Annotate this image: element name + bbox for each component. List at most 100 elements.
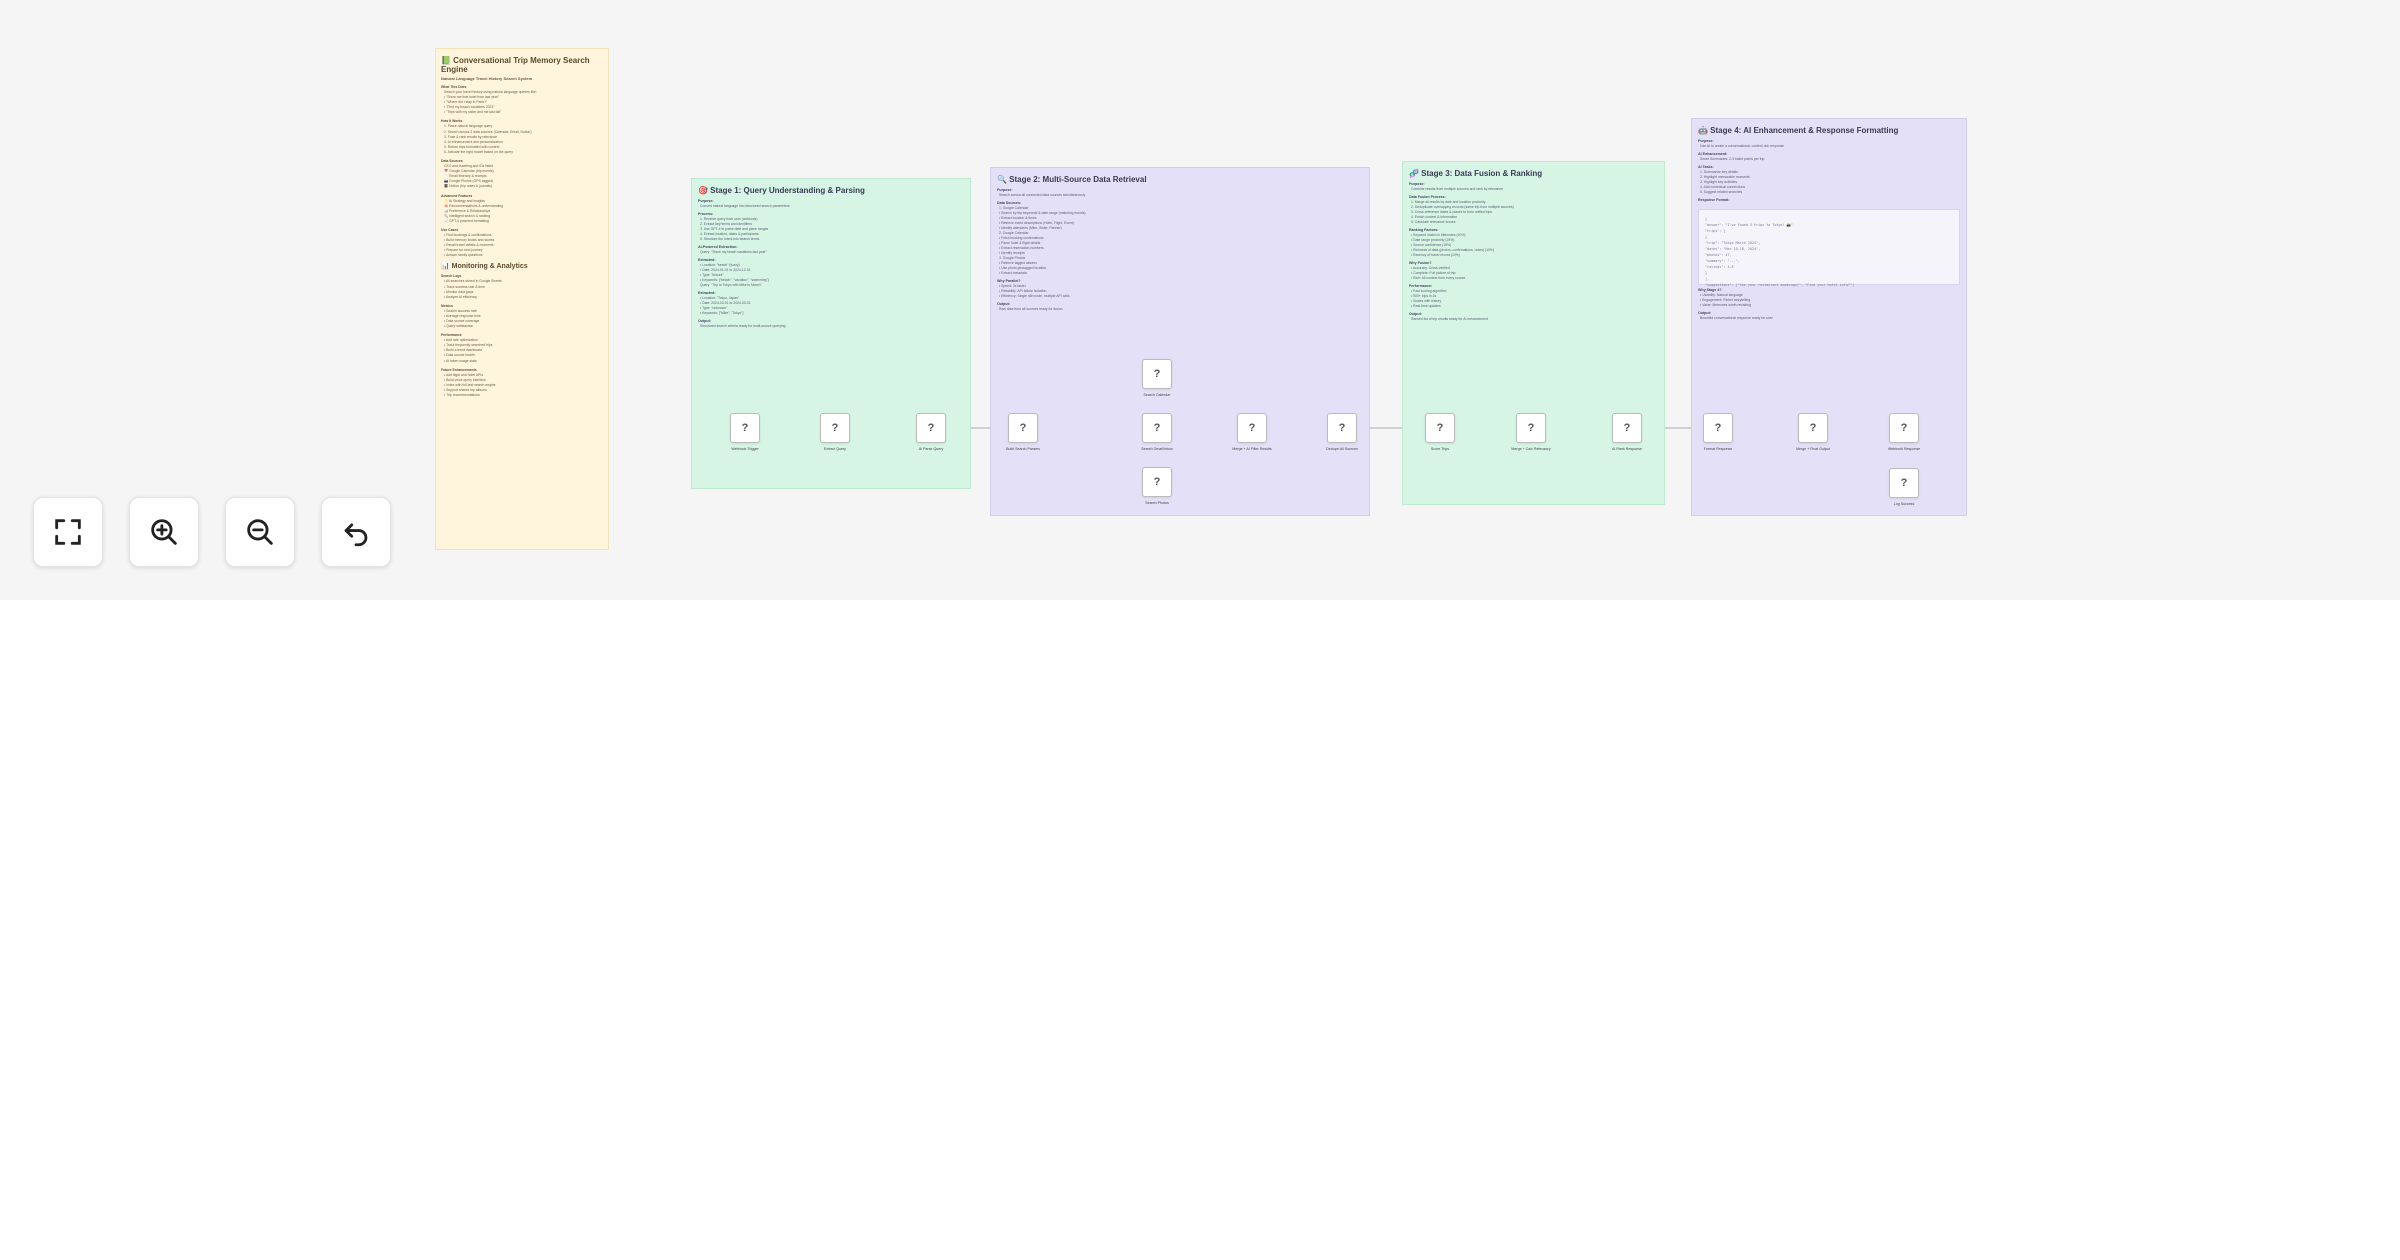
sticky-section-item: ✨ AI Strategy and Insights [444,198,485,203]
sticky-section-item: • Build a trend dashboard [444,348,483,353]
sticky-section-item: 📈 GPT-4 powered formatting [444,218,489,223]
stage-section-label: Process: [698,212,714,216]
zoom-in-icon [151,519,177,545]
workflow-node-label: Dedupe All Sources [1326,447,1358,451]
workflow-canvas[interactable]: 📗 Conversational Trip Memory Search Engi… [0,0,2400,600]
sticky-section-item: • Track success rate & time [444,284,485,289]
sticky-section-item: • Data source coverage [444,319,480,323]
stage-text-line: • Speed: 3x faster [999,284,1026,288]
workflow-node[interactable]: ? [1142,413,1172,443]
workflow-node[interactable]: ? [820,413,850,443]
stage-text-line: 2. Extract key terms and identifiers [700,222,753,226]
sticky-section-heading: Data Sources [441,159,463,164]
stage-text-line: Ranked list of trip results ready for AI… [1411,317,1488,321]
stage-section-label: Extracted: [698,258,716,262]
workflow-node[interactable]: ? [1008,413,1038,443]
workflow-node-label: Search Gmail/Inbox [1141,447,1173,451]
workflow-node[interactable]: ? [916,413,946,443]
stage-text-line: • Complete: Full picture of trip [1411,271,1456,275]
response-format-code: { "answer": "I've found 3 trips to Tokyo… [1698,209,1960,293]
stage-text-line: • Identify attendees (Mike, Sister, Part… [999,226,1062,230]
stage-text-line: 2. Google Calendar [999,231,1029,235]
workflow-node[interactable]: ? [1612,413,1642,443]
sticky-sections-2: Search Logs• All searches stored in Goog… [441,274,603,398]
code-line: "summary": "...", [1705,259,1740,263]
stage-section-label: Output: [1409,312,1422,316]
code-line: } [1705,271,1708,275]
sticky-section-item: ✉️ Email itinerary & receipts [444,174,487,179]
sticky-section-item: • Index with full-text search engine [444,382,496,387]
stage-text-line: 5. Calculate relevance scores [1411,220,1456,224]
stage-section-label: Why Fusion? [1409,261,1432,265]
stage-section-label: Ranking Factors: [1409,228,1439,232]
stage-text-line: • Keyword match in title/notes (40%) [1411,233,1466,237]
workflow-node[interactable]: ? [1425,413,1455,443]
workflow-node[interactable]: ? [1327,413,1357,443]
zoom-out-button[interactable] [225,497,295,567]
sticky-section-item: • Add rate optimization [444,338,478,343]
stage-text-line: 5. Suggest related searches [1700,190,1743,194]
workflow-node-label: Webhook Trigger [731,447,759,451]
stage-text-line: Smart Summaries: 2-3 bullet points per t… [1700,157,1765,161]
workflow-node[interactable]: ? [730,413,760,443]
sticky-section-heading: Advanced Features [441,193,473,198]
sticky-section-heading: Performance [441,333,462,338]
workflow-node-label: AI Parse Query [918,447,944,451]
stage-section-label: Data Fusion Process: [1409,195,1446,199]
sticky-section-item: 📅 Google Calendar (trip events) [444,169,494,174]
stage-text-line: 3. Use GPT-4 to parse date and place ran… [700,227,769,231]
workflow-node[interactable]: ? [1237,413,1267,443]
sticky-subtitle: Natural Language Travel History Search S… [441,76,533,81]
stage-text-line: • Retrieve tagged albums [999,261,1037,265]
code-line: ], [1705,277,1710,281]
workflow-node[interactable]: ? [1889,413,1919,443]
stage-2-panel[interactable]: 🔍 Stage 2: Multi-Source Data Retrieval P… [990,167,1370,516]
overview-sticky-note[interactable]: 📗 Conversational Trip Memory Search Engi… [435,48,609,550]
stage-section-label: Purpose: [698,199,714,203]
workflow-node-label: Build Search Params [1006,447,1040,451]
stage-text-line: • Engagement: Richer storytelling [1700,298,1751,302]
code-line: "dates": "Mar 10-18, 2024", [1705,247,1761,251]
stage-text-line: Search across all connected data sources… [999,193,1086,197]
stage-text-line: • Fetch booking confirmations [999,236,1044,240]
workflow-node[interactable]: ? [1516,413,1546,443]
sticky-title: 📗 Conversational Trip Memory Search Engi… [441,56,590,74]
sticky-section-item: • "Find my beach vacations 2023" [444,105,495,110]
workflow-node[interactable]: ? [1142,359,1172,389]
stage-content: Purpose:Search across all connected data… [997,188,1363,312]
zoom-in-button[interactable] [129,497,199,567]
workflow-node[interactable]: ? [1142,467,1172,497]
stage-text-line: Query: "Show my beach vacations last yea… [700,250,767,254]
stage-section-label: Data Sources: [997,201,1022,205]
stage-text-line: • Keywords: ["Mike", "Tokyo"] [700,311,744,315]
workflow-node-label: Log Success [1893,502,1915,506]
fit-view-button[interactable] [33,497,103,567]
stage-title: 🎯 Stage 1: Query Understanding & Parsing [698,186,865,195]
workflow-node[interactable]: ? [1798,413,1828,443]
stage-text-line: • Efficiency: Single n8n node, multiple … [999,294,1070,298]
stage-text-line: Structured search criteria ready for mul… [700,324,786,328]
stage-section-label: Why Parallel? [997,279,1021,283]
sticky-section-item: • "Trips with my sister and me last fall… [444,110,502,115]
stage-text-line: • Keywords: ["beach", "vacation", "swimm… [700,278,769,282]
stage-text-line: 3. Google Photos [999,256,1026,260]
sticky-section-item: • "Show me that hotel from last year" [444,95,500,100]
stage-text-line: • Date: 2024-03-01 to 2024-03-31 [700,301,751,305]
stage-section-label: Purpose: [997,188,1013,192]
sticky-section-item: 📷 Google Photos (GPS tagged) [444,179,494,184]
workflow-node[interactable]: ? [1703,413,1733,443]
workflow-node-label: Search Photos [1145,501,1169,505]
stage-text-line: • Fast scoring algorithm [1411,289,1447,293]
workflow-node-label: Search Calendar [1143,393,1171,397]
stage-content-after-code: Why Stage 4?• Usability: Natural languag… [1698,288,1960,321]
sticky-section-item: 📓 Notion (trip notes & journals) [444,184,493,189]
stage-4-panel[interactable]: 🤖 Stage 4: AI Enhancement & Response For… [1691,118,1967,516]
sticky-section-item: • "Where did I stay in Paris?" [444,100,488,105]
undo-button[interactable] [321,497,391,567]
sticky-section-item: • AI token usage stats [444,358,477,363]
stage-text-line: • Type: "unknown" [700,306,728,310]
sticky-section-heading: Use Cases [441,227,459,232]
workflow-node[interactable]: ? [1889,468,1919,498]
stage-3-panel[interactable]: 🧬 Stage 3: Data Fusion & Ranking Purpose… [1402,161,1665,505]
